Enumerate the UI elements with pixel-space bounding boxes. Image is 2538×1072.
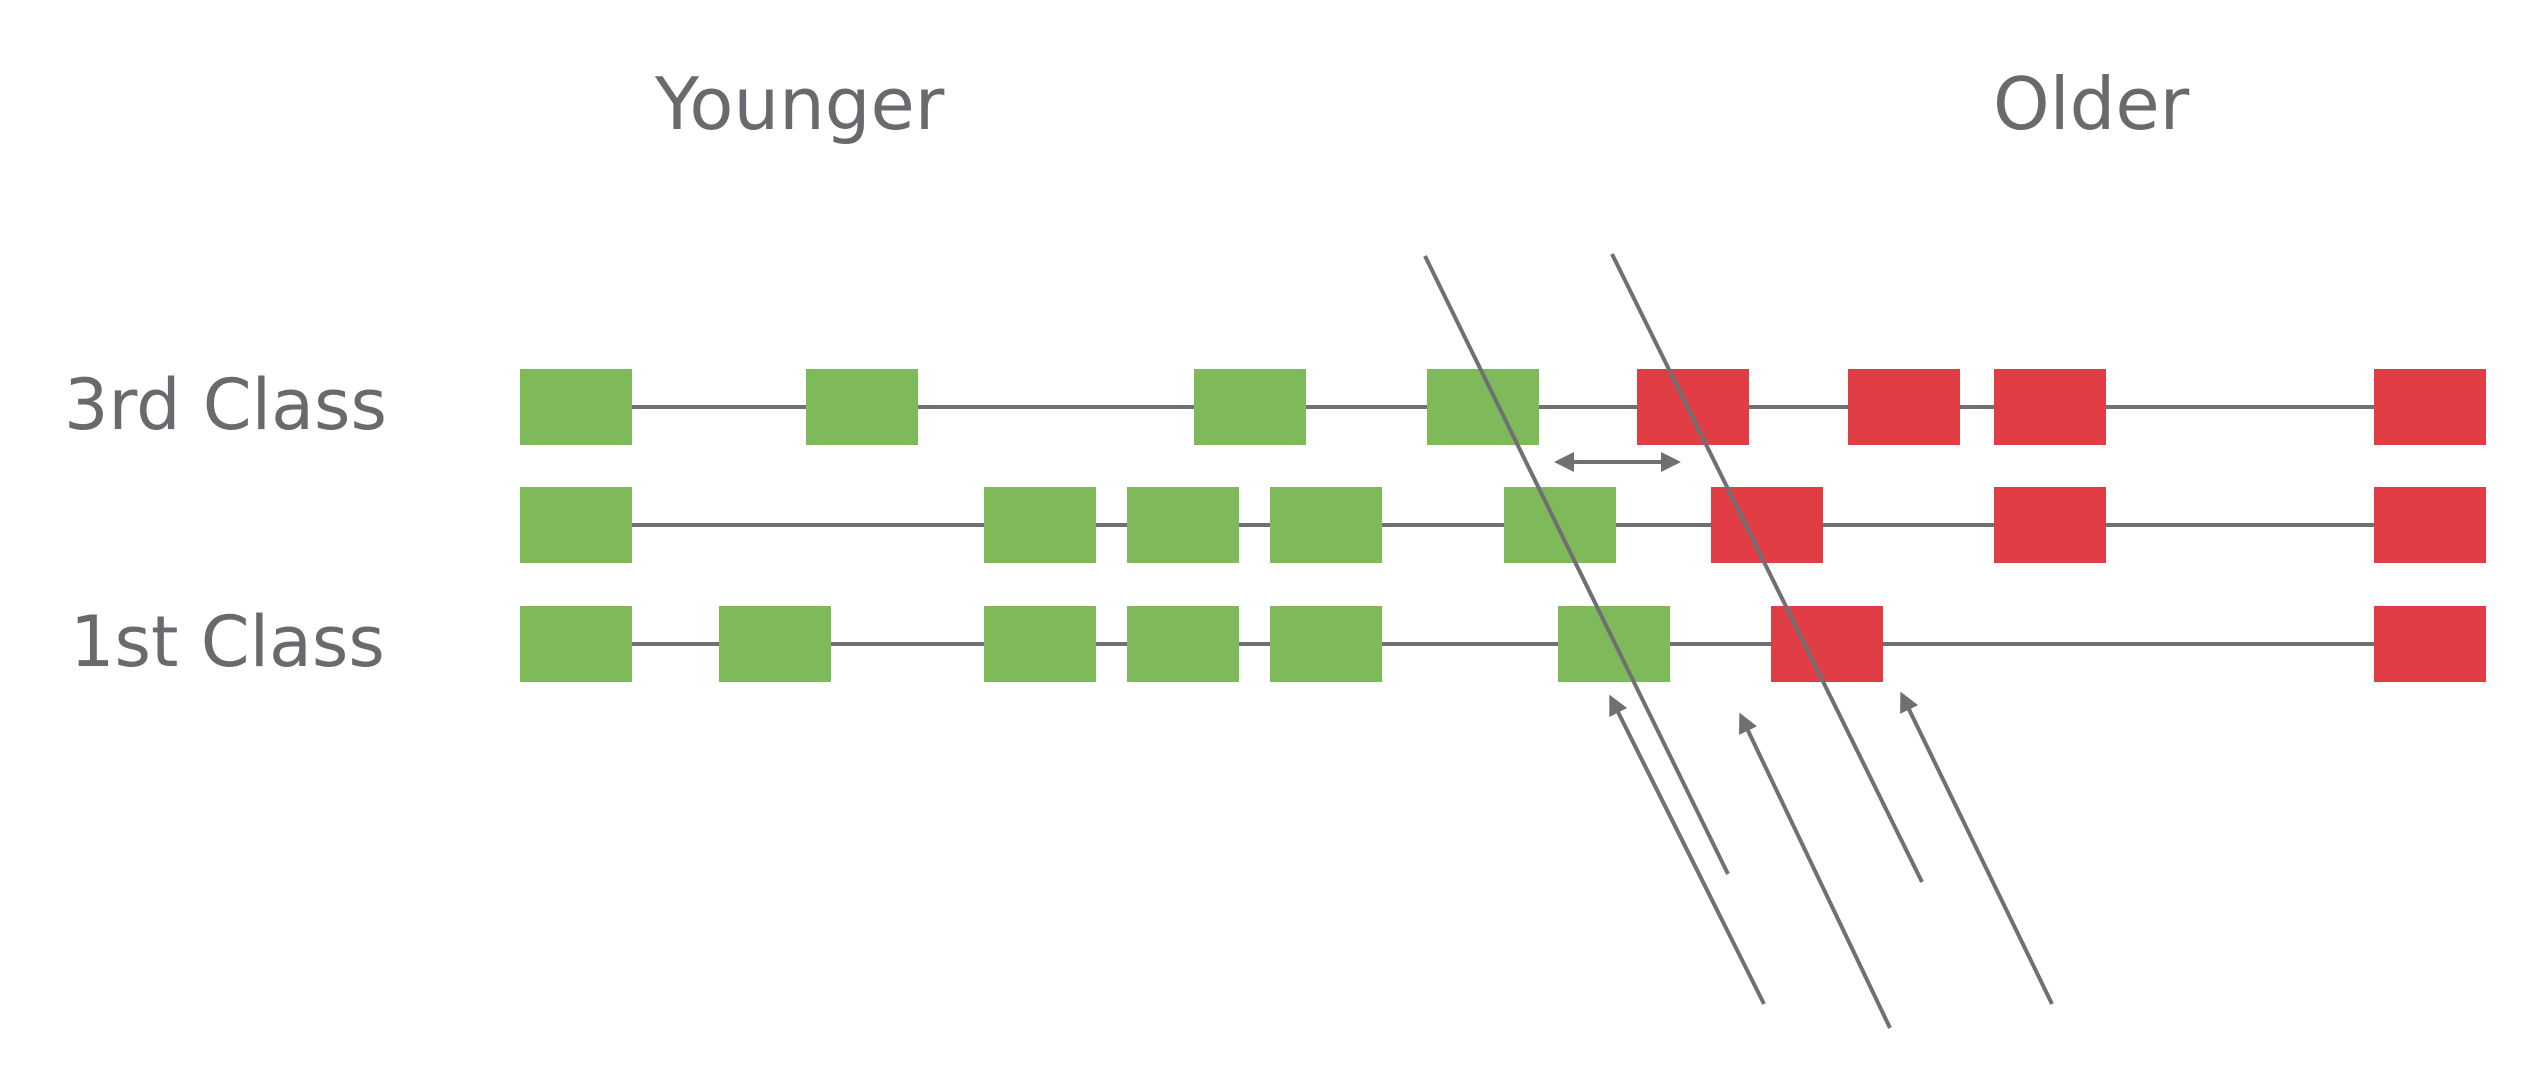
- up-arrow-1: [1609, 694, 1766, 1005]
- older-block-r2-8: [2374, 487, 2486, 563]
- younger-block-r2-3: [1127, 487, 1239, 563]
- younger-block-r1-1: [520, 369, 632, 445]
- younger-block-r3-3: [984, 606, 1096, 682]
- older-header: Older: [1993, 62, 2190, 146]
- younger-block-r2-4: [1270, 487, 1382, 563]
- row-label-1st-class: 1st Class: [70, 601, 385, 683]
- older-block-r1-6: [1848, 369, 1960, 445]
- older-block-r1-8: [2374, 369, 2486, 445]
- younger-block-r3-5: [1270, 606, 1382, 682]
- older-block-r3-7: [1771, 606, 1883, 682]
- older-block-r3-8: [2374, 606, 2486, 682]
- younger-block-r3-4: [1127, 606, 1239, 682]
- boundary-line-1: [1423, 255, 1730, 875]
- younger-block-r2-2: [984, 487, 1096, 563]
- younger-block-r2-1: [520, 487, 632, 563]
- younger-block-r3-1: [520, 606, 632, 682]
- younger-block-r1-3: [1194, 369, 1306, 445]
- younger-block-r1-2: [806, 369, 918, 445]
- up-arrow-2: [1739, 712, 1892, 1029]
- row-label-3rd-class: 3rd Class: [64, 364, 387, 446]
- older-block-r2-6: [1711, 487, 1823, 563]
- older-block-r2-7: [1994, 487, 2106, 563]
- younger-header: Younger: [655, 62, 945, 146]
- boundary-line-2: [1610, 253, 1924, 883]
- younger-block-r1-4: [1427, 369, 1539, 445]
- older-block-r1-7: [1994, 369, 2106, 445]
- younger-block-r2-5: [1504, 487, 1616, 563]
- older-block-r1-5: [1637, 369, 1749, 445]
- up-arrow-3: [1900, 691, 2054, 1005]
- younger-block-r3-2: [719, 606, 831, 682]
